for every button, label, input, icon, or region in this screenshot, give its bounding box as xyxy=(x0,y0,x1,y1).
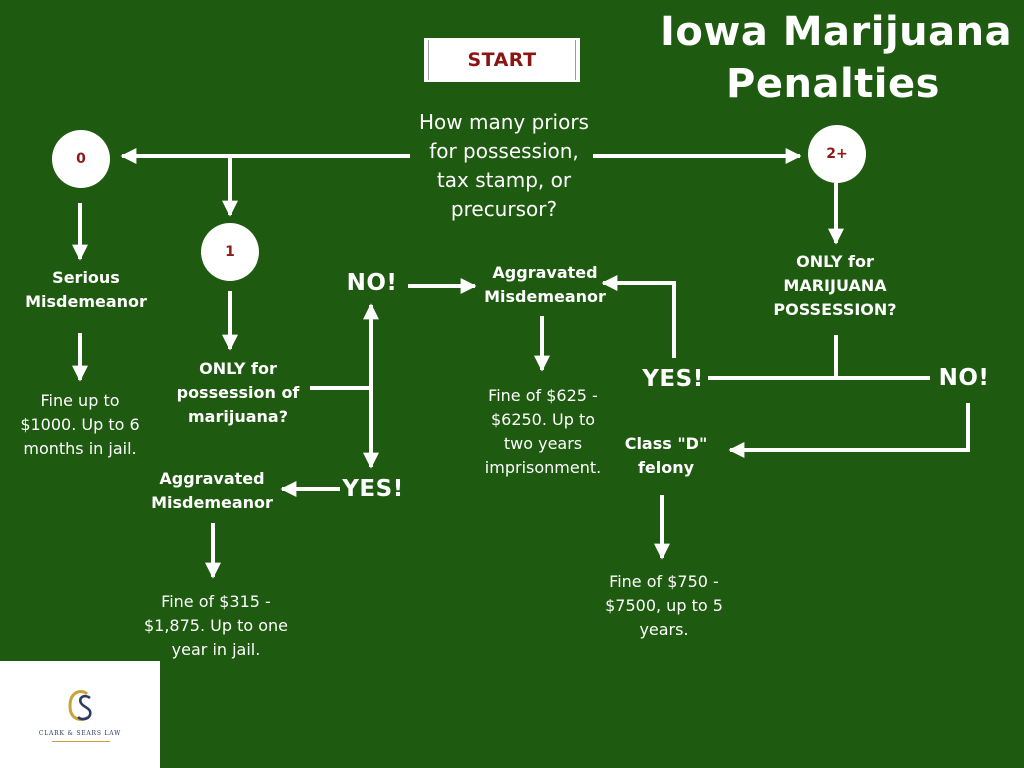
question-line-3: tax stamp, or xyxy=(436,168,572,192)
question-line-2: for possession, xyxy=(429,139,579,163)
aggravated-left-penalty-line-1: Fine of $315 - xyxy=(161,592,271,611)
cs-monogram-icon xyxy=(68,690,92,721)
felony-line-2: felony xyxy=(637,458,695,477)
aggravated-center-penalty-text: Fine of $625 - $6250. Up to two years im… xyxy=(476,384,610,480)
felony-penalty-line-1: Fine of $750 - xyxy=(609,572,719,591)
felony-penalty-text: Fine of $750 - $7500, up to 5 years. xyxy=(596,570,732,642)
felony-line-1: Class "D" xyxy=(624,434,708,453)
possession-question-line-3: marijuana? xyxy=(188,407,288,426)
aggravated-left-penalty-text: Fine of $315 - $1,875. Up to one year in… xyxy=(140,590,292,662)
aggravated-center-penalty-line-2: $6250. Up to xyxy=(490,410,596,429)
aggravated-left-line-2: Misdemeanor xyxy=(151,493,273,512)
question-line-4: precursor? xyxy=(450,197,558,221)
title-line-1: Iowa Marijuana xyxy=(660,9,1013,55)
aggravated-left-label: Aggravated Misdemeanor xyxy=(146,467,278,515)
felony-penalty-line-3: years. xyxy=(639,620,689,639)
page-title: Iowa Marijuana Penalties xyxy=(660,6,1013,110)
aggravated-center-penalty-line-3: two years xyxy=(503,434,583,453)
serious-misdemeanor-label: Serious Misdemeanor xyxy=(20,266,152,314)
aggravated-left-penalty-line-3: year in jail. xyxy=(171,640,261,659)
aggravated-left-penalty-line-2: $1,875. Up to one xyxy=(143,616,289,635)
arrow-yes-to-aggravated-center xyxy=(601,275,676,358)
one-branch-yes-label: YES! xyxy=(342,476,404,502)
possession-question-label: ONLY for possession of marijuana? xyxy=(168,357,308,429)
marijuana-question-line-1: ONLY for xyxy=(796,252,874,271)
marijuana-possession-question-label: ONLY for MARIJUANA POSSESSION? xyxy=(770,250,900,322)
aggravated-left-line-1: Aggravated xyxy=(159,469,265,488)
priors-zero-circle: 0 xyxy=(52,130,110,188)
firm-logo: CLARK & SEARS LAW xyxy=(0,661,160,768)
marijuana-question-line-2: MARIJUANA xyxy=(783,276,887,295)
serious-penalty-line-1: Fine up to xyxy=(40,391,120,410)
possession-question-line-1: ONLY for xyxy=(199,359,277,378)
serious-penalty-line-2: $1000. Up to 6 xyxy=(20,415,140,434)
aggravated-center-penalty-line-1: Fine of $625 - xyxy=(488,386,598,405)
possession-question-line-2: possession of xyxy=(176,383,300,402)
priors-one-circle: 1 xyxy=(201,223,259,281)
priors-two-plus-circle: 2+ xyxy=(808,125,866,183)
question-line-1: How many priors xyxy=(419,110,589,134)
serious-line-2: Misdemeanor xyxy=(25,292,147,311)
two-plus-no-label: NO! xyxy=(938,365,990,391)
class-d-felony-label: Class "D" felony xyxy=(616,432,716,480)
one-branch-no-label: NO! xyxy=(346,270,398,296)
serious-penalty-text: Fine up to $1000. Up to 6 months in jail… xyxy=(14,389,146,461)
aggravated-center-line-2: Misdemeanor xyxy=(484,287,606,306)
serious-line-1: Serious xyxy=(52,268,120,287)
start-box: START xyxy=(424,38,580,82)
firm-name: CLARK & SEARS LAW xyxy=(38,730,122,737)
aggravated-center-label: Aggravated Misdemeanor xyxy=(478,261,612,309)
question-priors: How many priors for possession, tax stam… xyxy=(404,108,604,224)
felony-penalty-line-2: $7500, up to 5 xyxy=(605,596,723,615)
logo-rule xyxy=(52,741,110,742)
two-plus-yes-label: YES! xyxy=(642,366,704,392)
serious-penalty-line-3: months in jail. xyxy=(23,439,137,458)
aggravated-center-penalty-line-4: imprisonment. xyxy=(484,458,602,477)
aggravated-center-line-1: Aggravated xyxy=(492,263,598,282)
title-line-2: Penalties xyxy=(726,61,940,107)
arrow-no-to-felony xyxy=(728,403,970,458)
marijuana-question-line-3: POSSESSION? xyxy=(773,300,897,319)
